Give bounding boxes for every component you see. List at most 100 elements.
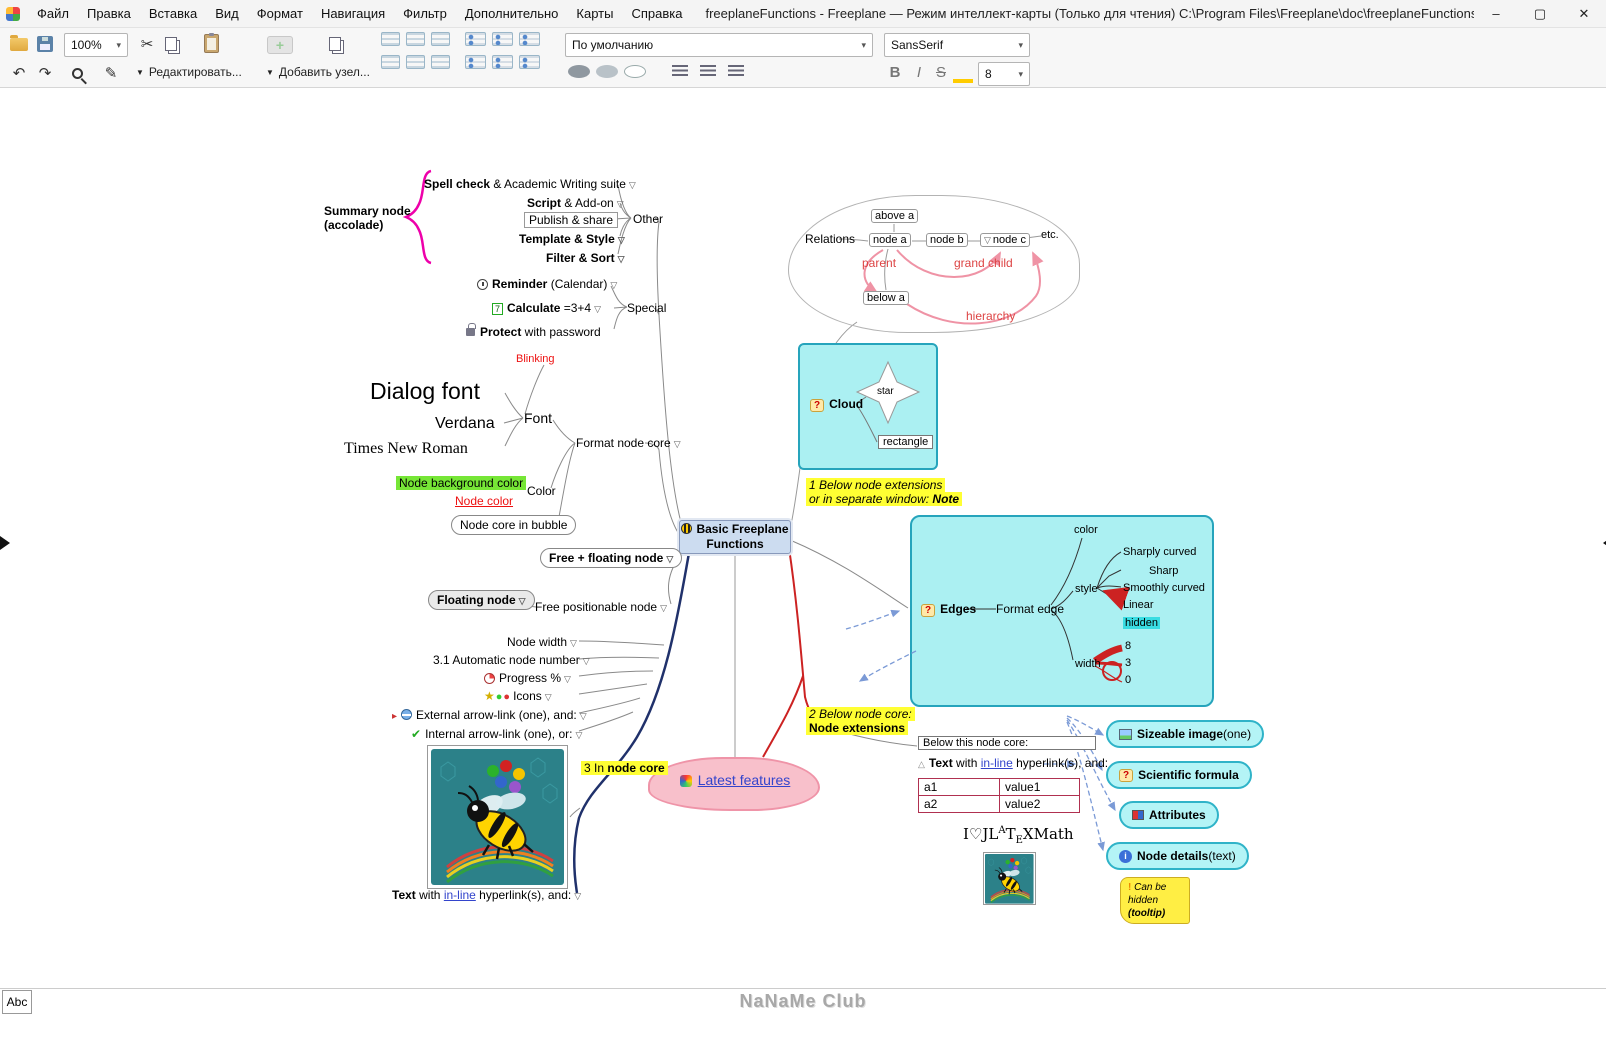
node-other[interactable]: Other <box>633 212 663 226</box>
grid-icon[interactable] <box>492 32 513 46</box>
strikethrough-button[interactable]: S <box>935 63 946 81</box>
node-publish-share[interactable]: Publish & share <box>524 212 619 228</box>
undo-button[interactable]: ↶ <box>6 60 32 86</box>
bold-button[interactable]: B <box>889 63 901 81</box>
latest-features-link[interactable]: Latest features <box>697 772 791 788</box>
node-color-label[interactable]: Color <box>527 484 556 498</box>
inline-hyperlink[interactable]: in-line <box>443 888 476 902</box>
fold-icon[interactable]: ▽ <box>575 730 583 740</box>
fold-icon[interactable]: ▽ <box>582 656 590 666</box>
node-width-ext[interactable]: Node width▽ <box>507 635 577 649</box>
grid-icon[interactable] <box>519 55 540 69</box>
menu-maps[interactable]: Карты <box>576 5 614 21</box>
grid-icon[interactable] <box>519 32 540 46</box>
add-node-quick-button[interactable] <box>264 32 296 58</box>
node-star[interactable]: star <box>877 386 894 397</box>
inline-hyperlink[interactable]: in-line <box>980 756 1013 770</box>
redo-button[interactable]: ↷ <box>32 60 58 86</box>
align-left-icon[interactable] <box>672 65 688 78</box>
node-a[interactable]: node a <box>869 233 911 247</box>
menu-file[interactable]: Файл <box>37 5 69 21</box>
node-below-a[interactable]: below a <box>863 291 909 305</box>
menu-edit[interactable]: Правка <box>86 5 131 21</box>
menu-format[interactable]: Формат <box>256 5 303 21</box>
italic-button[interactable]: I <box>916 63 922 81</box>
node-reminder[interactable]: Reminder (Calendar)▽ <box>477 277 617 291</box>
paste-button[interactable] <box>198 30 224 56</box>
node-relations[interactable]: Relations <box>805 232 855 246</box>
node-color[interactable]: Node color <box>455 494 513 508</box>
note-below-node-core[interactable]: 2 Below node core: Node extensions <box>806 707 915 735</box>
menu-filter[interactable]: Фильтр <box>403 5 447 21</box>
copy-button[interactable] <box>158 31 184 57</box>
node-filter-sort[interactable]: Filter & Sort▽ <box>546 251 625 265</box>
right-panel-expander[interactable] <box>1596 536 1606 550</box>
edit-node-button[interactable]: ▼ Редактировать... <box>128 60 250 84</box>
node-edge-width[interactable]: width <box>1075 658 1101 670</box>
font-size-select[interactable]: 8 ▾ <box>978 62 1030 86</box>
search-button[interactable] <box>64 60 90 86</box>
add-node-button[interactable]: ▼ Добавить узел... <box>258 60 378 84</box>
node-etc[interactable]: etc. <box>1041 229 1059 241</box>
fold-icon[interactable]: ▽ <box>617 235 625 245</box>
node-format-node-core[interactable]: Format node core▽ <box>576 436 681 450</box>
maximize-button[interactable]: ▢ <box>1533 5 1547 21</box>
save-button[interactable] <box>32 31 58 57</box>
layout-icon[interactable] <box>406 55 425 69</box>
node-latex-formula[interactable]: I♡JLATEXMath <box>963 825 1074 846</box>
node-verdana[interactable]: Verdana <box>435 415 495 433</box>
node-smoothly-curved[interactable]: Smoothly curved <box>1123 582 1205 594</box>
node-linear[interactable]: Linear <box>1123 599 1154 611</box>
node-latest-features[interactable]: Latest features <box>660 772 810 788</box>
node-blinking[interactable]: Blinking <box>516 353 555 365</box>
layout-icon[interactable] <box>406 32 425 46</box>
minimize-button[interactable]: – <box>1492 5 1500 21</box>
node-free-floating[interactable]: Free + floating node▽ <box>540 548 683 568</box>
font-family-select[interactable]: SansSerif ▾ <box>884 33 1030 57</box>
style-select[interactable]: По умолчанию ▾ <box>565 33 873 57</box>
fold-icon[interactable]: ▽ <box>579 711 587 721</box>
node-core-in-bubble[interactable]: Node core in bubble <box>451 515 577 535</box>
node-special[interactable]: Special <box>627 301 666 315</box>
node-spell-check[interactable]: Spell check & Academic Writing suite▽ <box>424 177 636 191</box>
copy-style-button[interactable] <box>322 31 348 57</box>
node-c[interactable]: ▽node c <box>980 233 1030 247</box>
align-right-icon[interactable] <box>728 65 744 78</box>
node-protect[interactable]: Protect with password <box>464 323 601 339</box>
node-template-style[interactable]: Template & Style▽ <box>519 232 625 246</box>
fold-icon[interactable]: ▽ <box>544 692 552 702</box>
grid-icon[interactable] <box>465 32 486 46</box>
left-panel-expander[interactable] <box>0 536 17 550</box>
fold-icon[interactable]: ▽ <box>518 596 526 606</box>
node-floating[interactable]: Floating node▽ <box>428 590 535 610</box>
node-below-this-core[interactable]: Below this node core: <box>918 736 1096 750</box>
node-sharply-curved[interactable]: Sharply curved <box>1123 546 1196 558</box>
bubble-shape-icon[interactable] <box>624 65 646 78</box>
cloud-shape-icon[interactable] <box>568 65 590 78</box>
fork-shape-icon[interactable] <box>596 65 618 78</box>
menu-help[interactable]: Справка <box>631 5 683 21</box>
font-color-button[interactable] <box>952 62 974 86</box>
close-button[interactable]: ✕ <box>1578 5 1590 21</box>
node-background-color[interactable]: Node background color <box>396 476 527 490</box>
note-below-node-extensions[interactable]: 1 Below node extensions or in separate w… <box>806 478 963 506</box>
grid-icon[interactable] <box>492 55 513 69</box>
node-text-hyperlink-left[interactable]: Text with in-line hyperlink(s), and:▽ <box>392 888 581 902</box>
node-cloud[interactable]: ?Cloud <box>810 397 863 412</box>
node-internal-arrow-link[interactable]: ✔Internal arrow-link (one), or:▽ <box>411 727 582 741</box>
cut-button[interactable]: ✂ <box>134 31 160 57</box>
fold-icon[interactable]: ▽ <box>628 180 636 190</box>
fold-icon[interactable]: ▽ <box>594 304 601 314</box>
node-edge-color[interactable]: color <box>1074 524 1098 536</box>
node-scientific-formula[interactable]: ?Scientific formula <box>1106 761 1252 789</box>
node-script-addon[interactable]: Script & Add-on▽ <box>527 196 624 210</box>
fold-icon[interactable]: ▽ <box>570 638 577 648</box>
layout-icon[interactable] <box>381 32 400 46</box>
node-icons[interactable]: ★●●Icons▽ <box>484 689 552 703</box>
grid-icon[interactable] <box>465 55 486 69</box>
fold-icon[interactable]: ▽ <box>610 280 618 290</box>
latest-features-cloud[interactable] <box>648 757 820 811</box>
